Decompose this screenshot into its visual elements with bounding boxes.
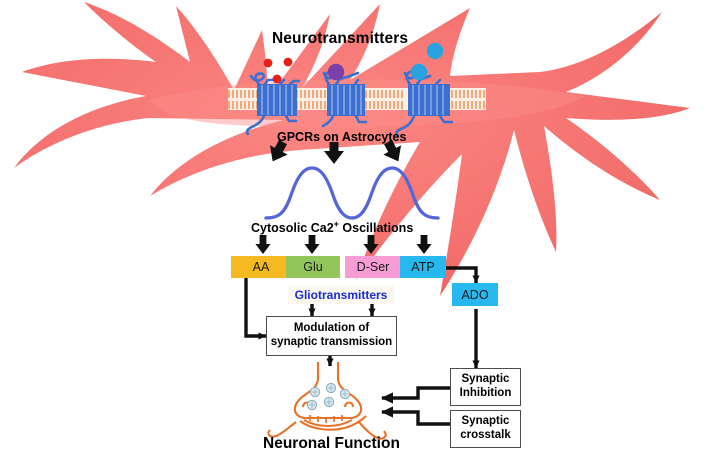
- red-ligand-2: [283, 57, 293, 67]
- synaptic-vesicles: [306, 382, 351, 411]
- modulation-line-1: Modulation of: [293, 322, 370, 335]
- red-ligand-3: [272, 74, 282, 84]
- crosstalk-line-2: crosstalk: [460, 429, 511, 441]
- cyan-ligand-1: [426, 42, 444, 60]
- gpcr-receptor-left: [245, 72, 301, 136]
- calcium-label-superscript: +: [333, 219, 339, 229]
- gpcr-receptor-right: [395, 70, 454, 138]
- metabolite-box-ado[interactable]: ADO: [452, 283, 498, 306]
- crosstalk-to-synapse-arrow: [381, 406, 452, 426]
- red-ligand-1: [263, 58, 273, 68]
- gliotransmitter-box-dser[interactable]: D-Ser: [345, 256, 401, 278]
- calcium-oscillation-wave: [264, 166, 440, 220]
- atp-to-ado-arrow: [440, 266, 480, 284]
- label-gpcrs-on-astrocytes: GPCRs on Astrocytes: [277, 130, 407, 144]
- inhibition-line-1: Synaptic: [461, 373, 510, 386]
- gliotransmitter-box-glu[interactable]: Glu: [286, 256, 340, 278]
- calcium-to-gliotransmitter-arrows: [255, 235, 432, 254]
- calcium-label-suffix: Oscillations: [338, 221, 414, 236]
- label-cytosolic-calcium-oscillations: Cytosolic Ca2+ Oscillations: [251, 219, 413, 235]
- outcome-box-synaptic-crosstalk[interactable]: Synaptic crosstalk: [450, 410, 521, 448]
- ligand-dots: [263, 42, 444, 84]
- aa-to-modulation-arrow: [244, 278, 267, 340]
- calcium-label-prefix: Cytosolic Ca2: [251, 221, 334, 236]
- page-title-neurotransmitters: Neurotransmitters: [272, 30, 409, 47]
- purple-ligand-1: [327, 63, 345, 81]
- crosstalk-line-1: Synaptic: [461, 415, 510, 428]
- inhibition-to-synapse-arrow: [381, 386, 452, 404]
- label-neuronal-function: Neuronal Function: [263, 435, 400, 452]
- gpcr-to-calcium-arrows: [269, 139, 402, 164]
- flow-connectors: [244, 266, 480, 426]
- inhibition-line-2: Inhibition: [459, 387, 512, 399]
- gliotransmitters-group-label: Gliotransmitters: [288, 285, 394, 304]
- outcome-box-synaptic-inhibition[interactable]: Synaptic Inhibition: [450, 368, 521, 406]
- gliotransmitter-box-aa[interactable]: AA: [231, 256, 291, 278]
- modulation-line-2: synaptic transmission: [270, 336, 393, 348]
- gpcr-receptor-middle: [321, 70, 368, 128]
- gliotransmitter-box-atp[interactable]: ATP: [400, 256, 446, 278]
- outcome-box-modulation[interactable]: Modulation of synaptic transmission: [266, 316, 397, 356]
- cyan-ligand-2: [410, 63, 428, 81]
